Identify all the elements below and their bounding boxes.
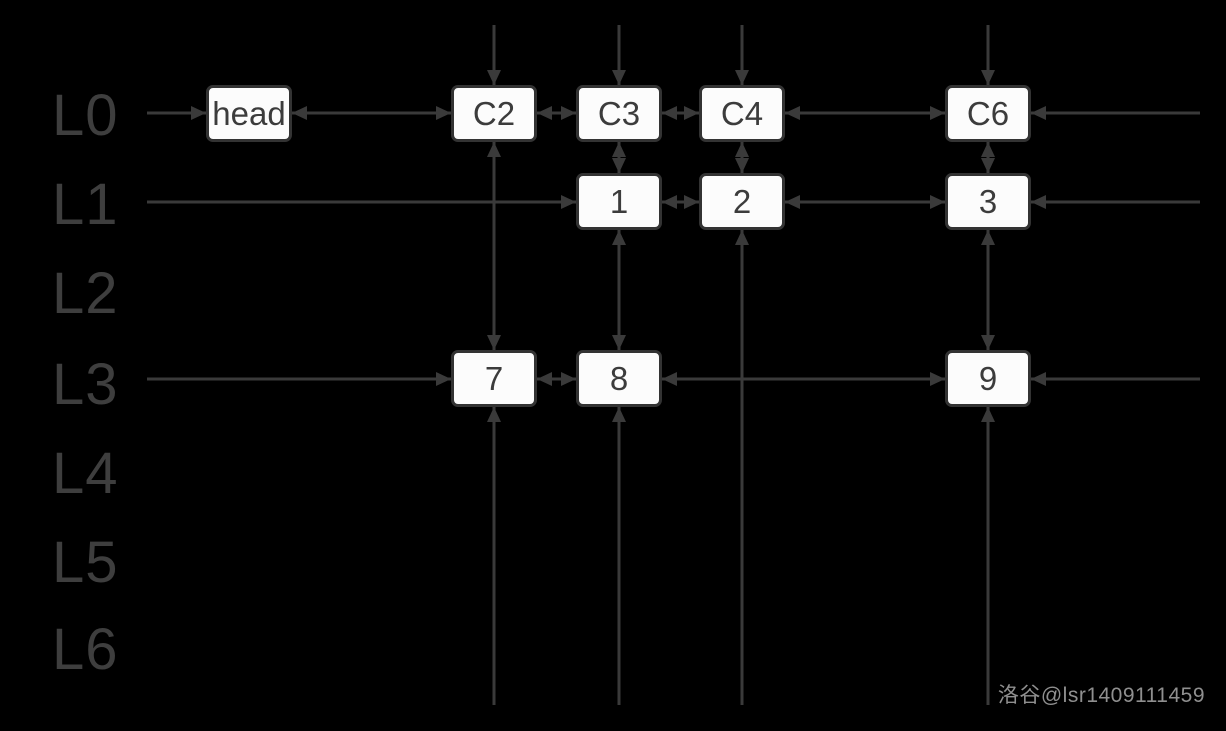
level-label-l3: L3 [52, 352, 119, 417]
node-c3: C3 [576, 85, 662, 142]
node-7: 7 [451, 350, 537, 407]
level-label-l6: L6 [52, 617, 119, 682]
node-c6: C6 [945, 85, 1031, 142]
level-label-l1: L1 [52, 172, 119, 237]
node-head: head [206, 85, 292, 142]
arrowheads-right [191, 106, 945, 386]
level-label-l4: L4 [52, 441, 119, 506]
level-label-l2: L2 [52, 261, 119, 326]
level-label-l0: L0 [52, 83, 119, 148]
arrowheads-left [292, 106, 1046, 386]
node-3: 3 [945, 173, 1031, 230]
level-label-l5: L5 [52, 530, 119, 595]
node-c4: C4 [699, 85, 785, 142]
node-c2: C2 [451, 85, 537, 142]
watermark: 洛谷@lsr1409111459 [997, 684, 1205, 707]
node-8: 8 [576, 350, 662, 407]
node-2: 2 [699, 173, 785, 230]
node-1: 1 [576, 173, 662, 230]
node-9: 9 [945, 350, 1031, 407]
